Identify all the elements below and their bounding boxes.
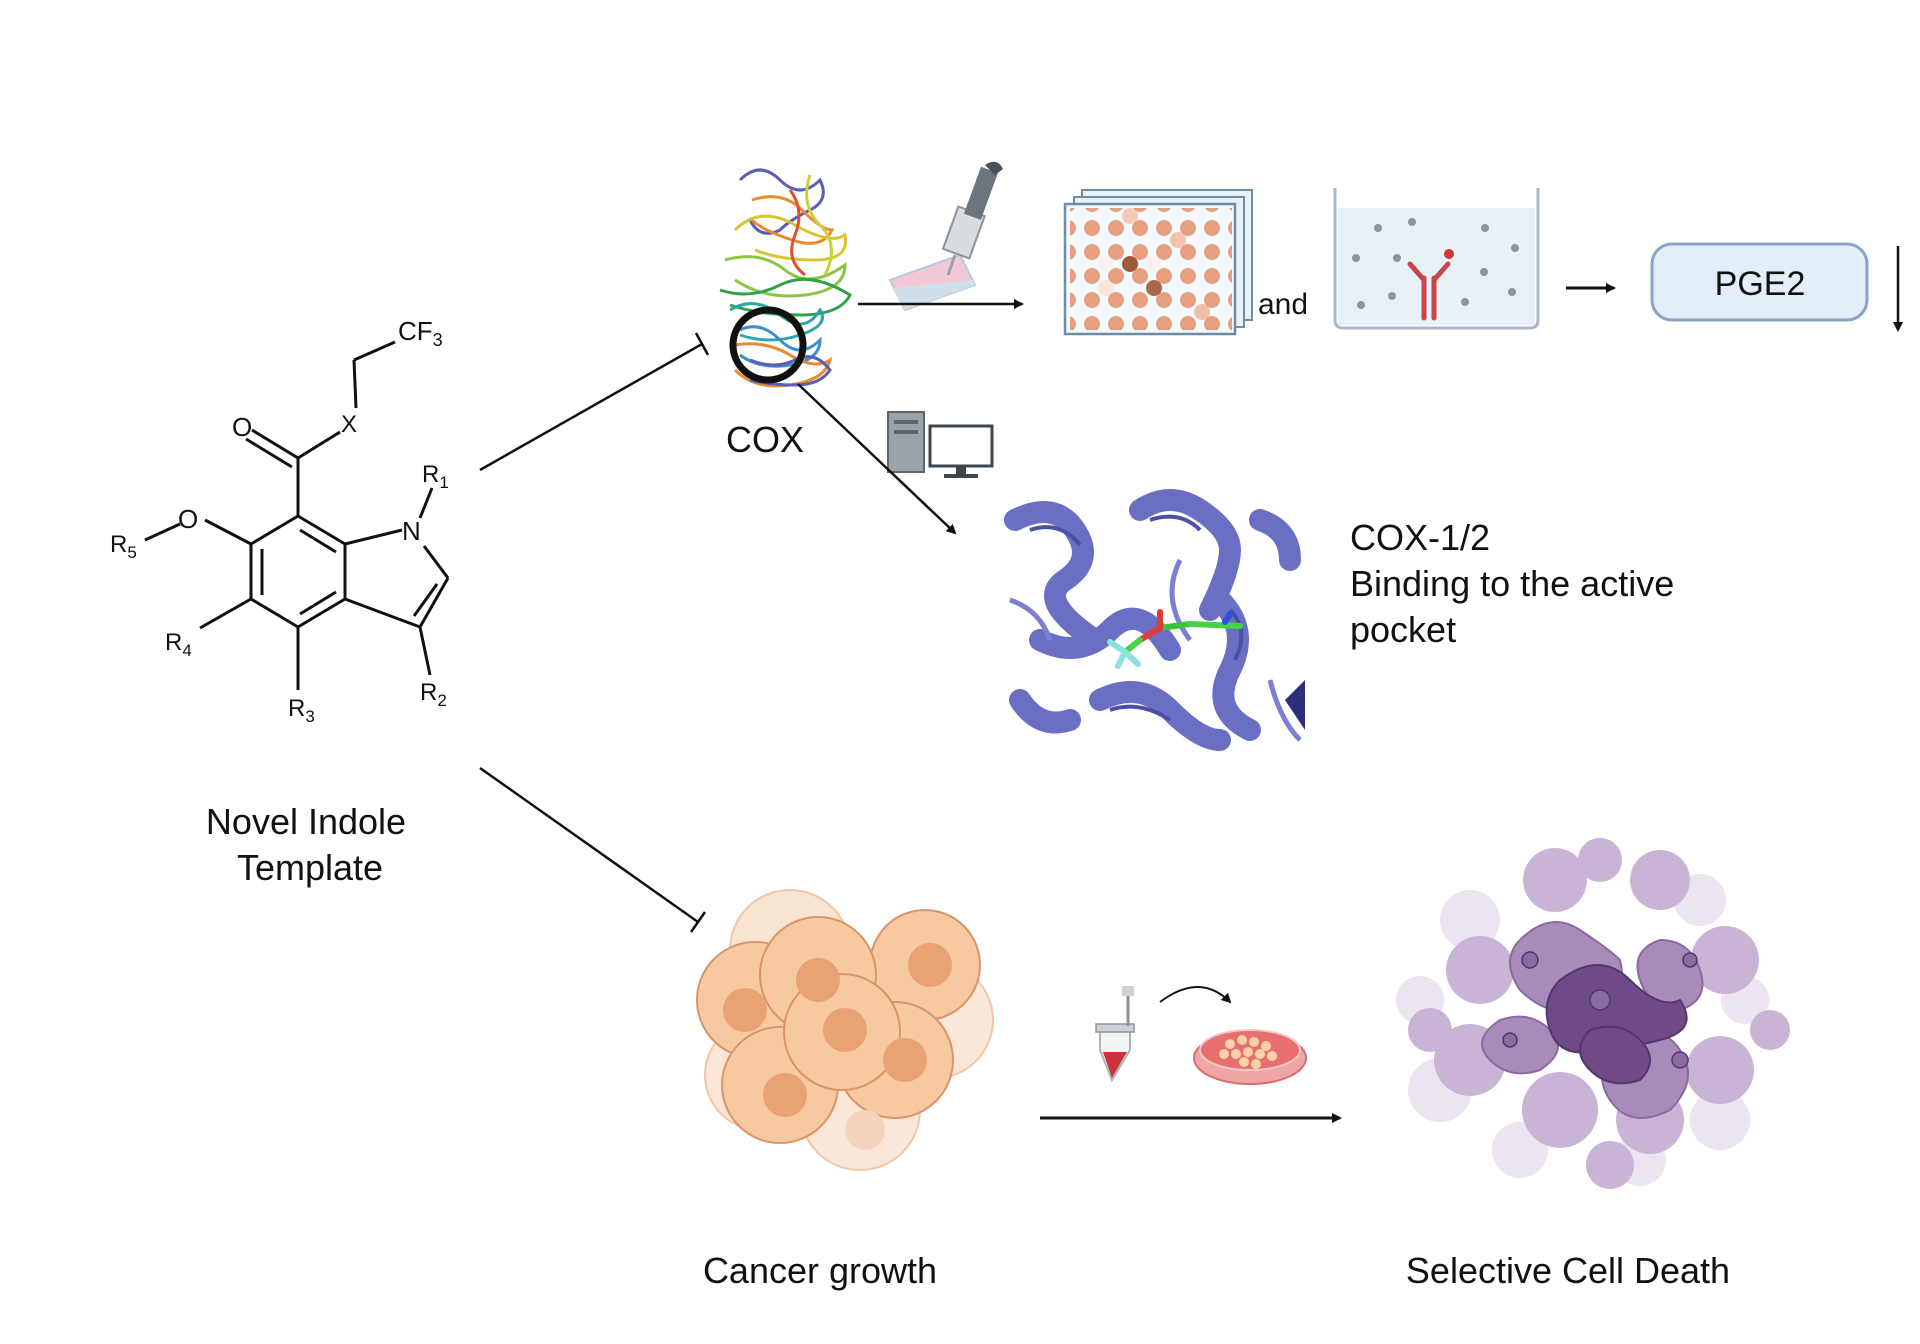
pge2-label: PGE2 <box>1715 265 1806 303</box>
docking-line2: Binding to the active <box>1350 563 1674 604</box>
indole-structure <box>144 340 450 690</box>
pipette-plate-icon <box>888 161 1003 312</box>
and-label: and <box>1258 288 1308 321</box>
atom-r5: R5 <box>110 531 137 562</box>
cancer-label: Cancer growth <box>703 1250 937 1291</box>
pge2-box <box>1650 242 1869 322</box>
atom-o-ether: O <box>178 504 198 534</box>
molecule-label-line2: Template <box>237 847 383 888</box>
cox-label: COX <box>726 419 804 460</box>
atom-n: N <box>402 516 421 546</box>
atom-r3: R3 <box>288 695 315 726</box>
elisa-beaker-icon <box>1333 188 1540 330</box>
atom-r2: R2 <box>420 679 447 710</box>
docking-image <box>1004 489 1306 764</box>
cell-death-icon <box>1396 838 1790 1189</box>
inhibition-to-cox <box>479 332 710 472</box>
atom-labels: CF3 O X N R1 R2 R3 R4 R5 O <box>110 316 449 726</box>
computer-icon <box>887 411 994 478</box>
atom-o-carbonyl: O <box>232 412 252 442</box>
well-plates-icon <box>1063 189 1253 336</box>
atom-r4: R4 <box>165 629 192 660</box>
tube-dish-icon <box>1095 986 1307 1085</box>
death-label: Selective Cell Death <box>1406 1250 1730 1291</box>
cancer-cells-icon <box>696 889 994 1171</box>
docking-line3: pocket <box>1350 609 1456 650</box>
docking-line1: COX-1/2 <box>1350 517 1490 558</box>
atom-x: X <box>341 411 357 438</box>
arrow-to-docking <box>797 383 957 535</box>
atom-r1: R1 <box>422 461 449 492</box>
molecule-label-line1: Novel Indole <box>206 801 406 842</box>
inhibition-to-cancer <box>479 766 707 933</box>
atom-cf3: CF3 <box>398 316 443 350</box>
cox-protein-icon <box>719 168 852 388</box>
